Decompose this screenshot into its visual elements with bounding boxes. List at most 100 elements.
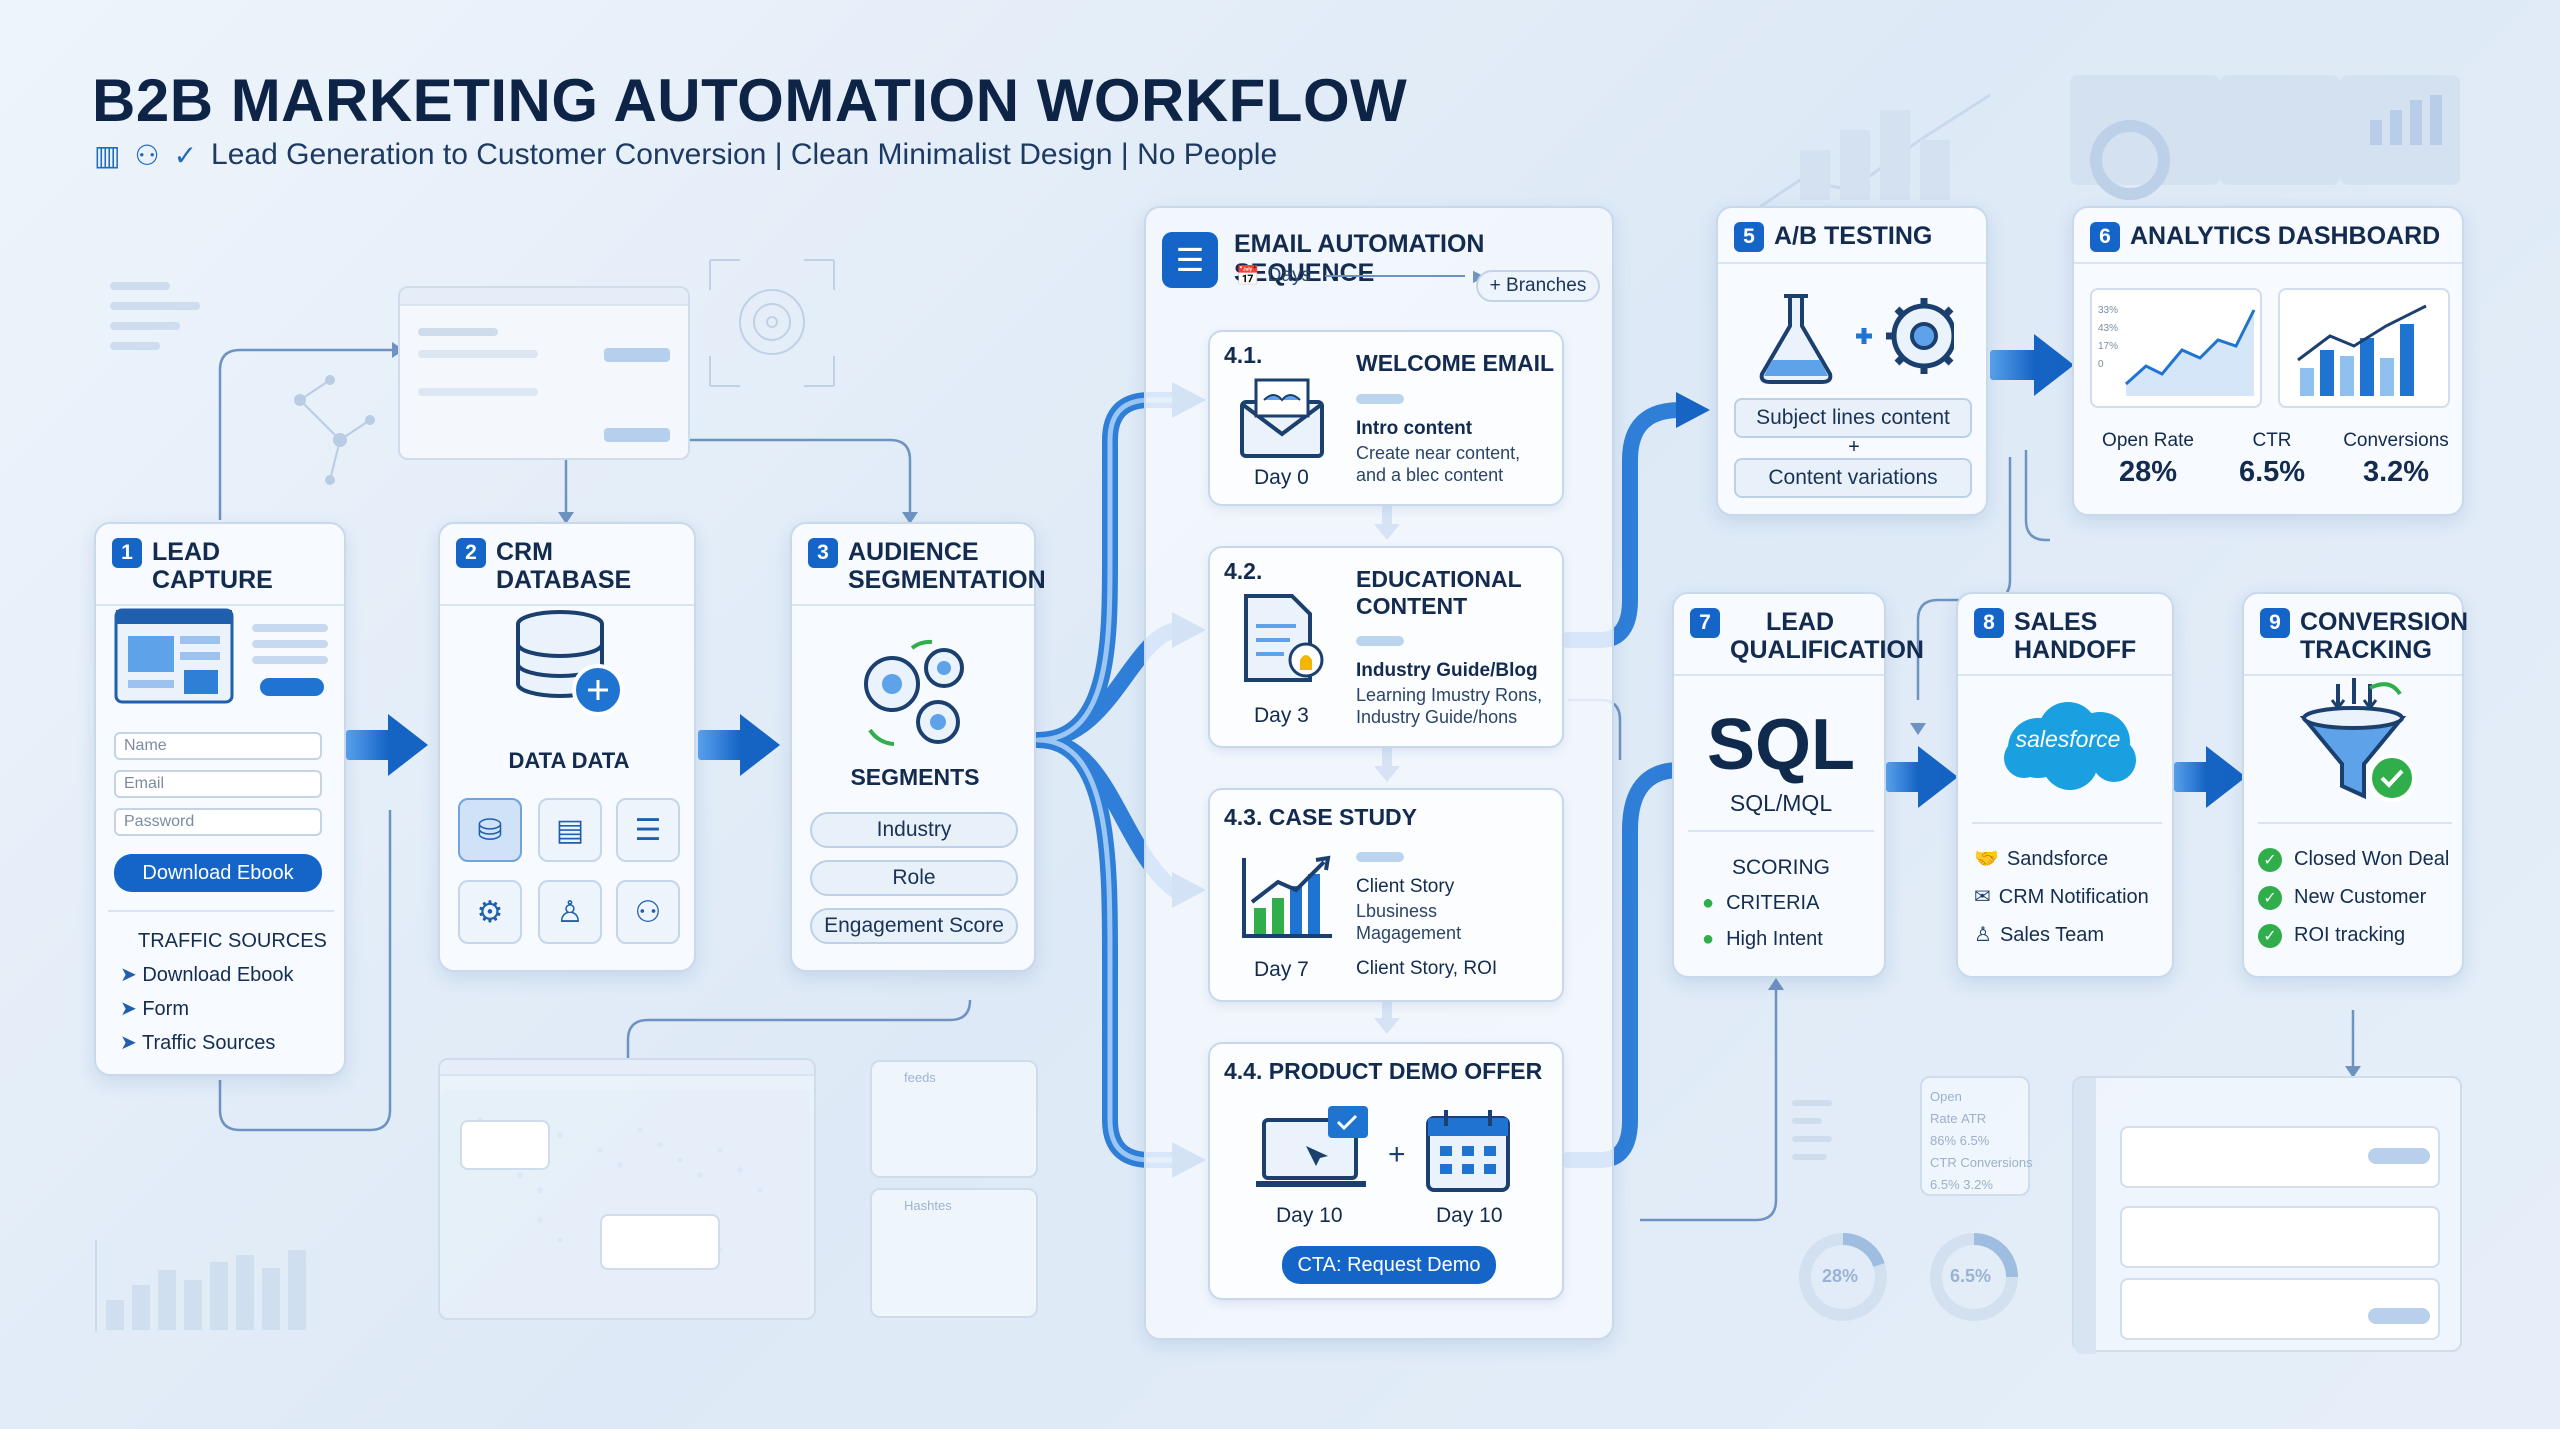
request-demo-cta-button[interactable]: CTA: Request Demo — [1282, 1246, 1496, 1284]
conversion-label: New Customer — [2294, 886, 2427, 908]
desc-line: Create near content, — [1356, 443, 1521, 463]
download-ebook-button[interactable]: Download Ebook — [114, 854, 322, 892]
title-line: LEAD — [1765, 608, 1835, 636]
case-study-card[interactable]: 4.3. CASE STUDY Day 7 Client Story Lbusi… — [1208, 788, 1564, 1002]
bg-feed-panel-2: Hashtes — [870, 1188, 1038, 1318]
gears-icon — [864, 639, 964, 746]
title-line: QUALIFICATION — [1730, 636, 1924, 664]
growth-chart-icon — [1242, 855, 1332, 938]
email-panel-title: EMAIL AUTOMATION SEQUENCE — [1234, 230, 1485, 287]
envelope-handshake-icon — [1240, 378, 1324, 458]
bg-app-window — [2072, 1076, 2462, 1354]
email-field[interactable]: Email — [114, 770, 322, 798]
metric-open-rate: Open Rate 28% — [2088, 430, 2208, 489]
page-subtitle-row: ▥ ⚇ ✓ Lead Generation to Customer Conver… — [94, 138, 1277, 172]
email-day: Day 7 — [1254, 958, 1309, 981]
page-subtitle: Lead Generation to Customer Conversion |… — [211, 138, 1278, 171]
title-line: SALES — [2014, 608, 2098, 636]
green-dot-icon: ● — [1702, 892, 1715, 914]
arrow-2-to-3 — [698, 714, 780, 776]
bg-text: 86% — [1930, 1133, 1957, 1148]
arrow-1-to-2 — [346, 714, 428, 776]
line-chart-icon — [2124, 309, 2256, 396]
password-field[interactable]: Password — [114, 808, 322, 836]
traffic-source-item: ➤ Download Ebook — [120, 962, 294, 987]
conversion-item: ✓Closed Won Deal — [2258, 848, 2449, 872]
step-number: 3 — [808, 538, 838, 568]
segment-engagement-pill[interactable]: Engagement Score — [810, 908, 1018, 944]
email-step-num: 4.1. — [1224, 342, 1263, 368]
bg-gauge-2-value: 6.5% — [1950, 1266, 1992, 1286]
welcome-email-card[interactable]: 4.1. Day 0 WELCOME EMAIL Intro content C… — [1208, 330, 1564, 506]
crm-label: DATA DATA — [508, 748, 630, 773]
step-title: ANALYTICS DASHBOARD — [2130, 222, 2441, 250]
title-line: SEGMENTATION — [848, 566, 1046, 594]
email-list-icon: ☰ — [1162, 232, 1218, 288]
handshake-icon: 🤝 — [1974, 848, 1999, 870]
handoff-item: ♙Sales Team — [1974, 922, 2104, 947]
lead-capture-card: 1 LEAD CAPTURE Name Email Password Downl… — [94, 522, 346, 1076]
ab-testing-card: 5 A/B TESTING Subject lines content + Co… — [1716, 206, 1988, 516]
email-desc: Learning Imustry Rons,Industry Guide/hon… — [1356, 684, 1542, 728]
content-variations-pill[interactable]: Content variations — [1734, 458, 1972, 498]
desc-line: Learning Imustry Rons, — [1356, 685, 1543, 705]
email-day: Day 3 — [1254, 704, 1309, 727]
scoring-label: SCORING — [1731, 856, 1830, 879]
line-chart-panel: 33% 43% 17% 0 — [2090, 288, 2262, 408]
product-demo-card[interactable]: 4.4. PRODUCT DEMO OFFER + Day 10 Day 10 … — [1208, 1042, 1564, 1300]
mini-tick-labels: 33% 43% 17% 0 — [2098, 302, 2118, 374]
days-label-row: 📅 Days ▶ — [1236, 264, 1485, 288]
desc-line: Magagement — [1356, 923, 1462, 943]
check-icon: ✓ — [2258, 924, 2282, 948]
check-icon: ✓ — [2258, 886, 2282, 910]
title-line: HANDOFF — [2014, 636, 2137, 664]
segment-industry-pill[interactable]: Industry — [810, 812, 1018, 848]
branches-button[interactable]: + Branches — [1476, 270, 1600, 302]
criteria-item: ●CRITERIA — [1702, 892, 1819, 915]
bg-label: feeds — [904, 1070, 936, 1085]
list-tile-icon: ☰ — [616, 798, 680, 862]
step-title: A/B TESTING — [1774, 222, 1933, 250]
user-icon: ⚇ — [134, 139, 160, 171]
bg-form-window — [398, 286, 690, 460]
criteria-item: ●High Intent — [1702, 928, 1823, 951]
email-desc: Create near content,and a blec content — [1356, 442, 1520, 486]
database-icon — [516, 610, 624, 716]
bg-text: CTR — [1930, 1155, 1957, 1170]
email-title: PRODUCT DEMO OFFER — [1268, 1058, 1543, 1084]
page-title: B2B MARKETING AUTOMATION WORKFLOW — [92, 67, 1408, 134]
tick-label: 33% — [2098, 305, 2119, 316]
qual-divider — [1688, 830, 1874, 832]
traffic-source-item: ➤ Form — [120, 996, 189, 1021]
desc-line: Industry Guide/hons — [1356, 707, 1518, 727]
step-number: 5 — [1734, 222, 1764, 252]
arrow-7-to-8 — [1886, 746, 1958, 808]
email-step-num: 4.3. CASE STUDY — [1224, 804, 1417, 831]
ab-plus: + — [1848, 436, 1860, 458]
flask-gear-icon — [1759, 294, 1954, 384]
segment-role-pill[interactable]: Role — [810, 860, 1018, 896]
step-num-text: 4.3. — [1224, 804, 1263, 830]
database-tile-icon: ⛁ — [458, 798, 522, 862]
form-window-icon — [114, 608, 328, 704]
email-title: CASE STUDY — [1268, 804, 1418, 830]
bg-feed-panel-1: feeds — [870, 1060, 1038, 1178]
metric-ctr: CTR 6.5% — [2212, 430, 2332, 489]
name-field[interactable]: Name — [114, 732, 322, 760]
metric-label: Open Rate — [2102, 430, 2194, 451]
bar-chart-icon: ▥ — [94, 139, 121, 171]
traffic-source-label: Traffic Sources — [141, 1032, 276, 1054]
bg-map-window — [438, 1058, 816, 1320]
check-icon: ✓ — [2258, 848, 2282, 872]
title-line: AUDIENCE — [848, 538, 979, 566]
cursor-icon: ➤ — [120, 998, 137, 1020]
bg-text: Open Rate — [1930, 1089, 1962, 1126]
subject-lines-pill[interactable]: Subject lines content — [1734, 398, 1972, 438]
ab-testing-header: 5 A/B TESTING — [1718, 208, 1986, 264]
